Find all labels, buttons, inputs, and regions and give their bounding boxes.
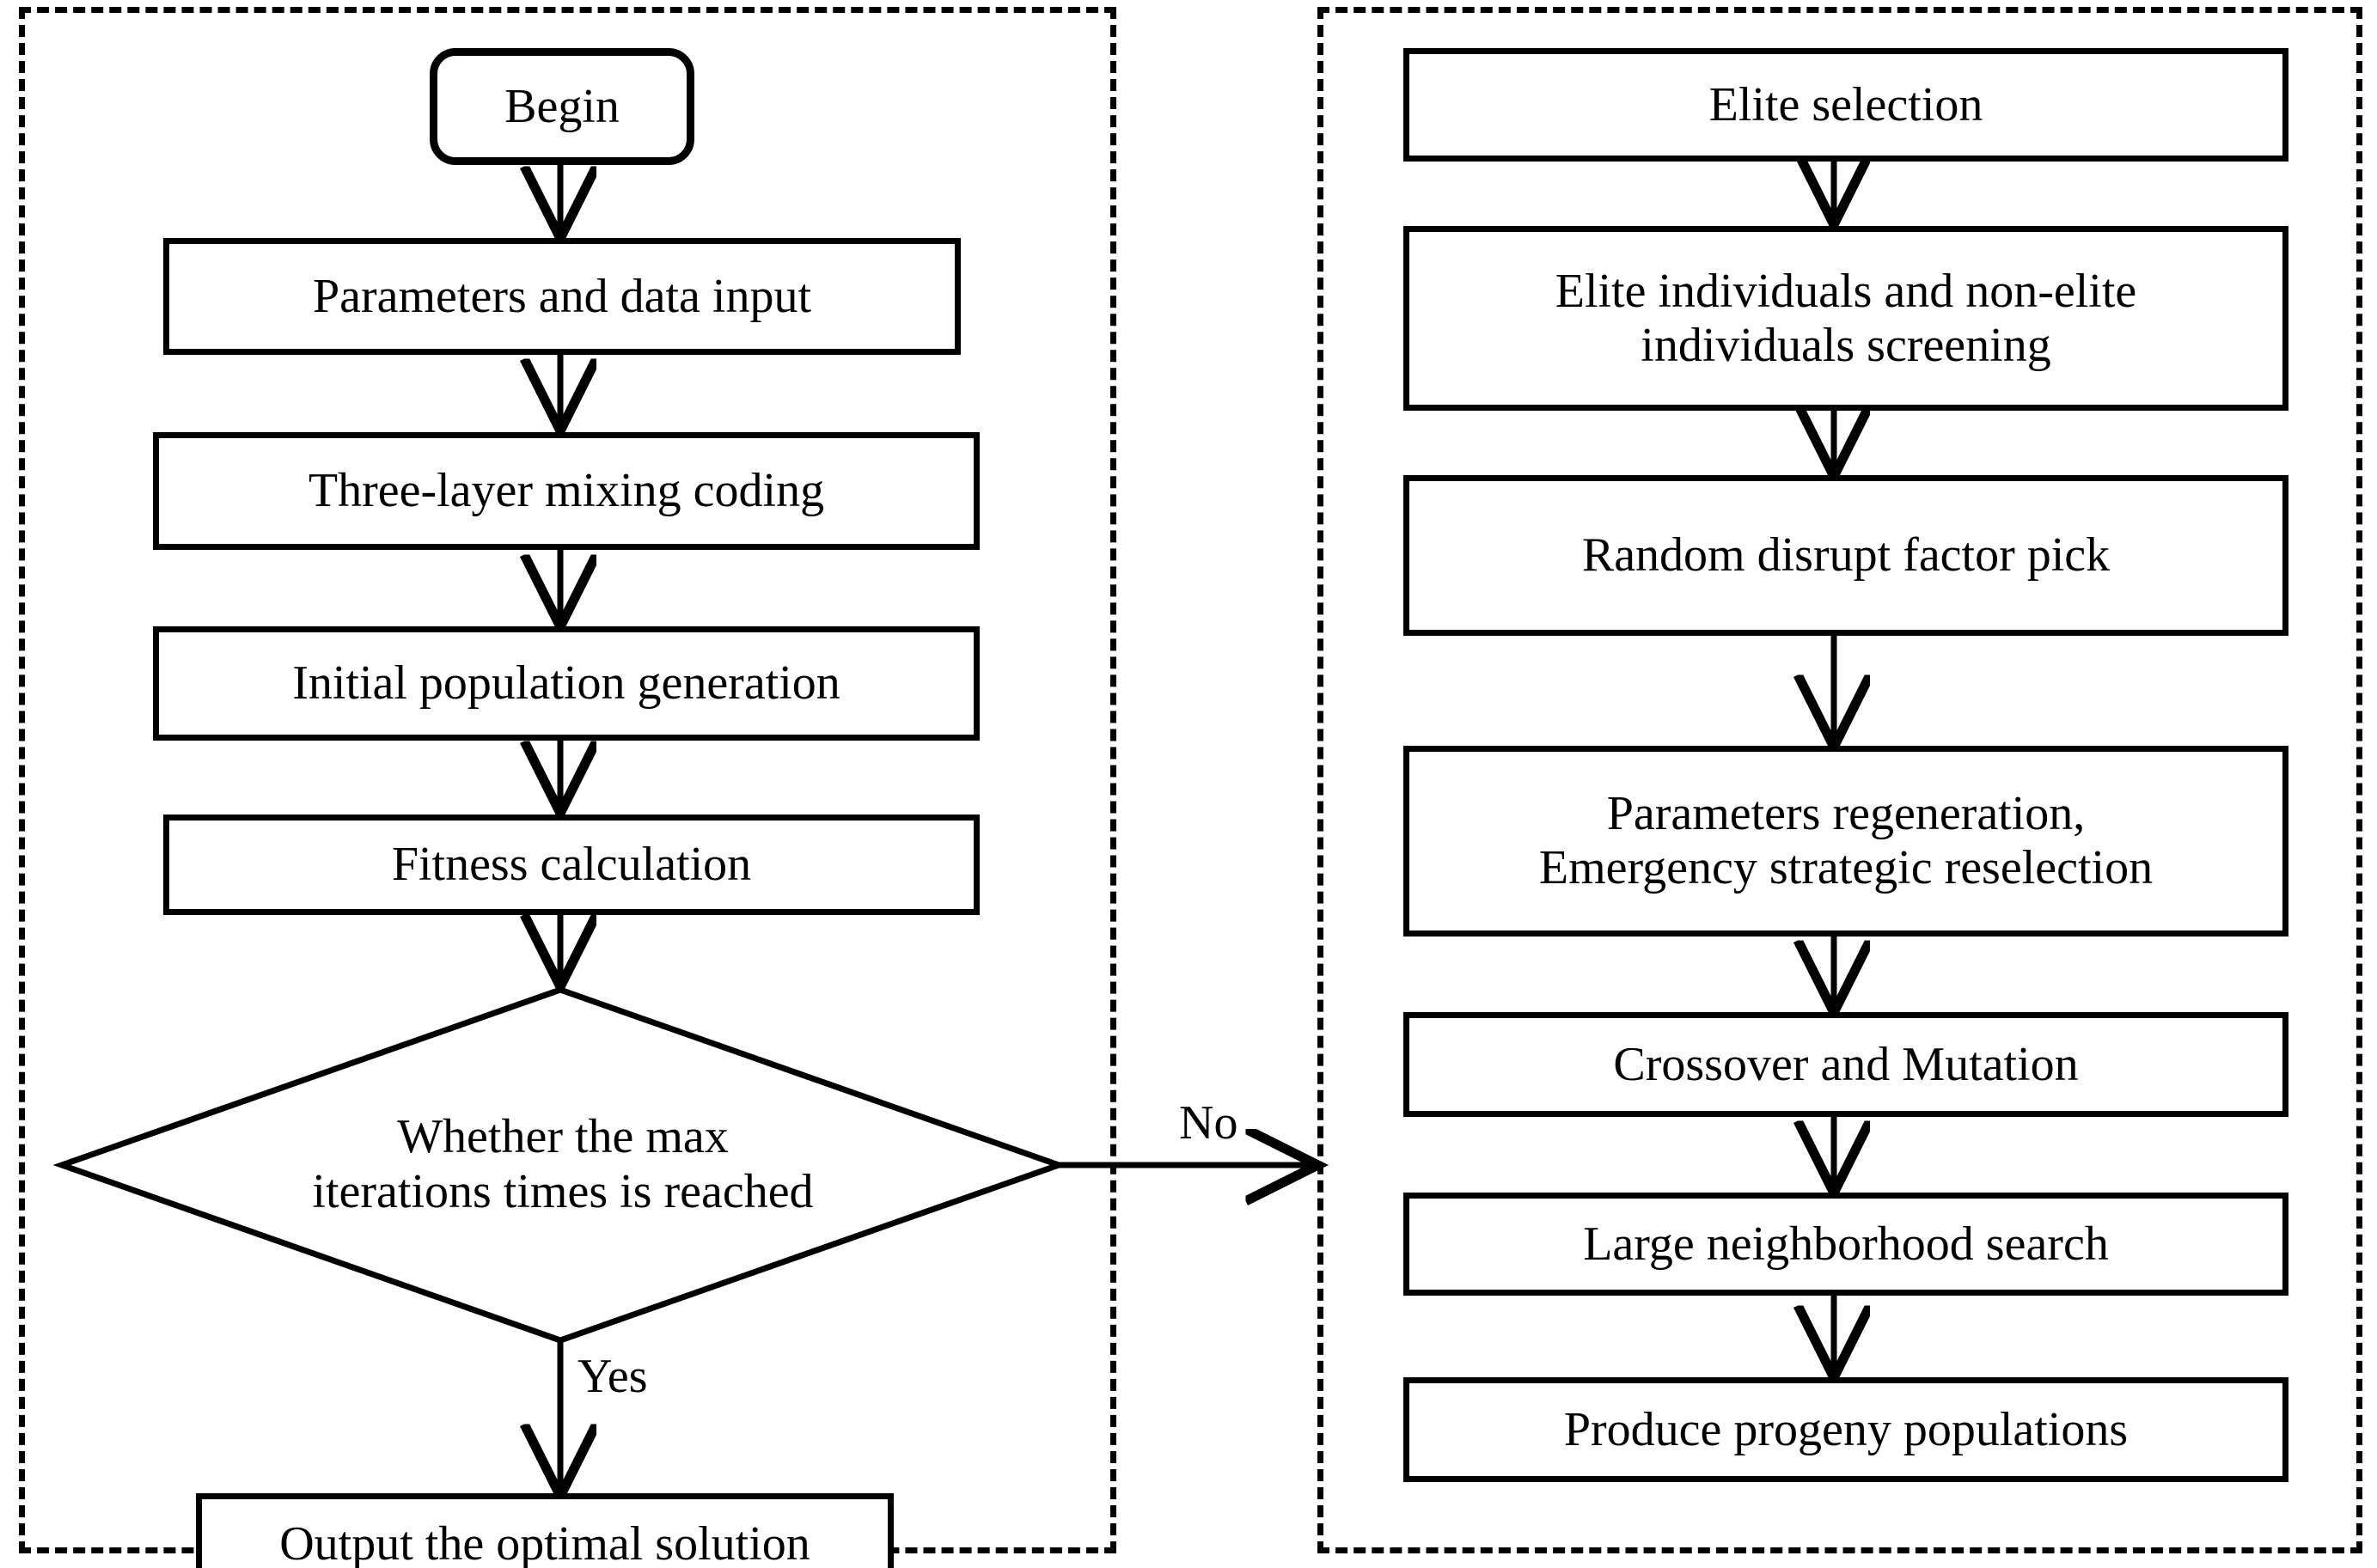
node-initial-population[interactable]: Initial population generation: [153, 626, 980, 741]
node-large-neighborhood-search-label: Large neighborhood search: [1583, 1217, 2109, 1271]
node-parameters-input-label: Parameters and data input: [312, 269, 811, 323]
node-large-neighborhood-search[interactable]: Large neighborhood search: [1403, 1193, 2288, 1296]
node-output-solution[interactable]: Output the optimal solution: [196, 1493, 894, 1568]
node-produce-progeny[interactable]: Produce progeny populations: [1403, 1377, 2288, 1482]
node-begin-label: Begin: [504, 79, 620, 133]
edge-label-yes: Yes: [577, 1350, 648, 1403]
decision-diamond: [52, 986, 1068, 1344]
edge-label-no: No: [1179, 1096, 1238, 1150]
evolution-panel: [1317, 7, 2362, 1553]
node-three-layer-coding-label: Three-layer mixing coding: [308, 464, 825, 518]
node-random-disrupt-label: Random disrupt factor pick: [1581, 528, 2111, 583]
node-initial-population-label: Initial population generation: [292, 656, 840, 711]
node-output-solution-label: Output the optimal solution: [279, 1516, 810, 1568]
node-parameters-regeneration[interactable]: Parameters regeneration, Emergency strat…: [1403, 746, 2288, 937]
node-parameters-input[interactable]: Parameters and data input: [163, 238, 961, 355]
node-produce-progeny-label: Produce progeny populations: [1563, 1402, 2129, 1456]
node-parameters-regeneration-label: Parameters regeneration, Emergency strat…: [1538, 787, 2154, 894]
node-elite-screening-label: Elite individuals and non-elite individu…: [1555, 264, 2137, 372]
node-fitness-calculation[interactable]: Fitness calculation: [163, 815, 980, 915]
node-elite-selection-label: Elite selection: [1708, 77, 1983, 131]
node-three-layer-coding[interactable]: Three-layer mixing coding: [153, 432, 980, 550]
node-begin[interactable]: Begin: [430, 48, 694, 165]
node-elite-selection[interactable]: Elite selection: [1403, 48, 2288, 162]
node-elite-screening[interactable]: Elite individuals and non-elite individu…: [1403, 226, 2288, 411]
node-crossover-mutation[interactable]: Crossover and Mutation: [1403, 1012, 2288, 1117]
node-crossover-mutation-label: Crossover and Mutation: [1613, 1037, 2079, 1091]
node-fitness-calculation-label: Fitness calculation: [391, 838, 752, 892]
node-random-disrupt[interactable]: Random disrupt factor pick: [1403, 475, 2288, 636]
